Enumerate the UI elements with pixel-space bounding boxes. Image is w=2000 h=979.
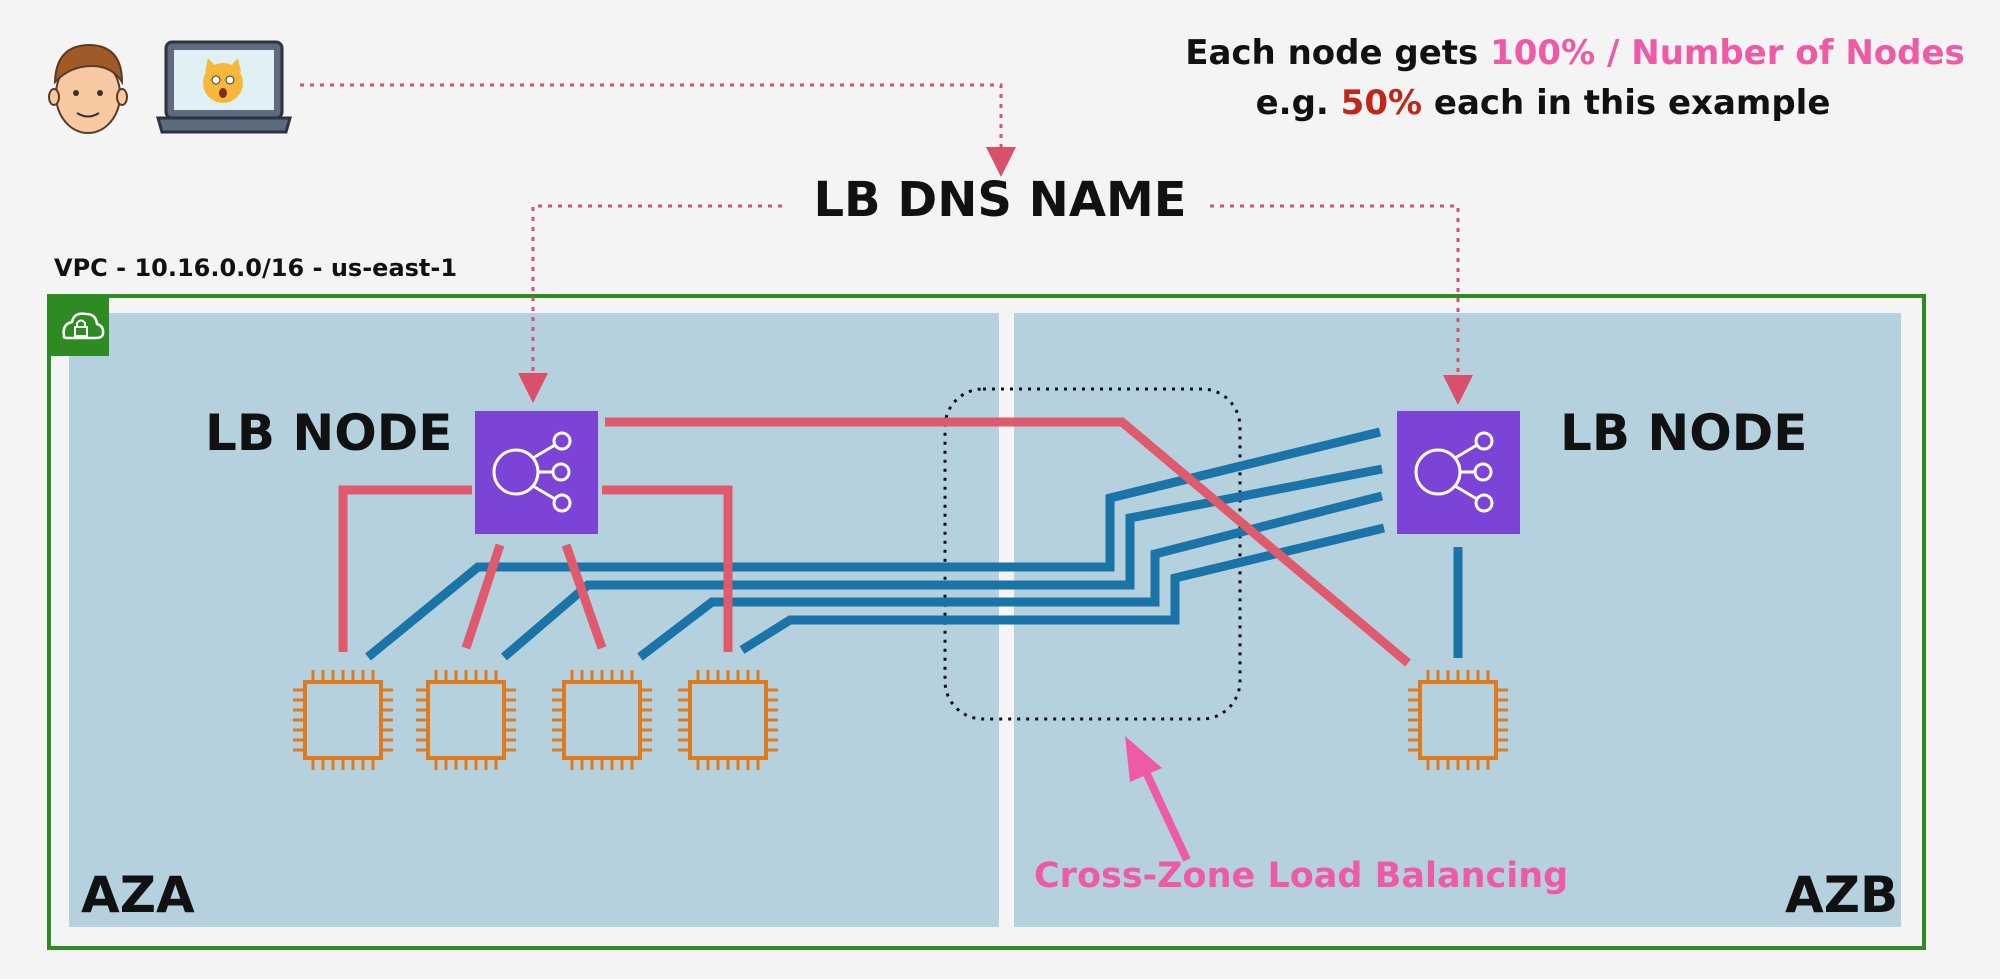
note-line2-suffix: each in this example [1422,83,1831,123]
azb-lb-node-label: LB NODE [1560,404,1808,462]
cross-zone-box [943,387,1242,721]
ec2-instance-icon [293,670,393,770]
note-line1-prefix: Each node gets [1185,33,1491,73]
cross-zone-callout-label: Cross-Zone Load Balancing [1034,856,1569,896]
callout-arrow [1125,736,1191,862]
aza-lb-node-label: LB NODE [205,404,453,462]
lb-connections [338,417,1411,667]
azb-label: AZB [1785,866,1899,924]
node-share-note-line1: Each node gets 100% / Number of Nodes [1150,33,2000,73]
instances [293,670,1508,770]
ec2-instance-icon [678,670,778,770]
dns-arrows [300,83,1473,405]
lb-node-icon-aza [475,411,598,534]
dns-to-aza-node-arrow [518,204,782,403]
ec2-instance-icon [552,670,652,770]
vpc-border [47,294,1926,950]
vpc-label: VPC - 10.16.0.0/16 - us-east-1 [54,254,458,282]
vpc-cloud-lock-icon [51,298,109,356]
note-line2-highlight: 50% [1340,83,1423,123]
client-to-dns-arrow [300,83,1016,177]
note-line1-highlight: 100% / Number of Nodes [1490,33,1965,73]
lb-node-icon-azb [1397,411,1520,534]
user-face-icon [48,43,128,134]
node-share-note-line2: e.g. 50% each in this example [1118,83,1968,123]
laptop-cat-icon [156,40,292,134]
ec2-instance-icon [416,670,516,770]
dns-to-azb-node-arrow [1210,204,1473,405]
dns-name-label: LB DNS NAME [813,172,1187,228]
ec2-instance-icon [1408,670,1508,770]
aza-label: AZA [81,866,195,924]
note-line2-prefix: e.g. [1255,83,1341,123]
